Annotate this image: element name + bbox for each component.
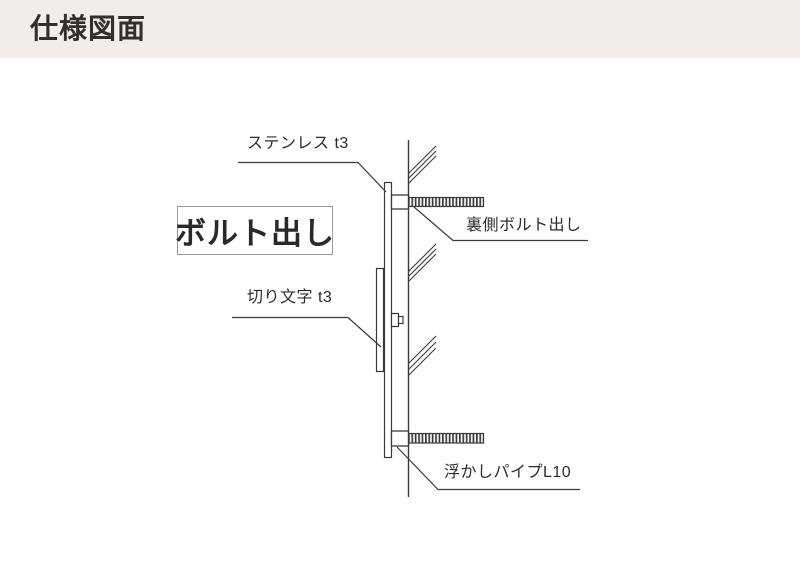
leader-spacer-pipe [396, 446, 580, 491]
spacer-pipe-top [390, 194, 410, 210]
wall-hatch-bottom-icon [407, 335, 437, 377]
wall-hatch-middle-icon [407, 243, 437, 283]
threaded-bolt-bottom [407, 432, 485, 444]
page-header: 仕様図面 [0, 0, 800, 58]
sign-sample-box: ボルト出し [175, 206, 335, 255]
callout-spacer-pipe-label: 浮かしパイプL10 [444, 464, 572, 481]
spacer-pipe-bottom [390, 430, 410, 447]
callout-back-bolt-label: 裏側ボルト出し [466, 217, 582, 234]
threaded-bolt-top [407, 196, 485, 208]
base-plate [383, 181, 393, 459]
wall-hatch-top-icon [407, 145, 437, 185]
callout-cut-letter-label: 切り文字 t3 [247, 289, 333, 306]
sign-sample-text: ボルト出し [175, 216, 335, 251]
stud-tip [397, 315, 404, 325]
cut-letter-plate [375, 267, 385, 373]
leader-back-bolt [413, 206, 588, 242]
stud-base [390, 312, 400, 328]
page-title: 仕様図面 [30, 13, 147, 44]
leader-cut-letter [232, 316, 382, 348]
leader-stainless [238, 161, 387, 193]
callout-stainless-label: ステンレス t3 [247, 135, 349, 152]
